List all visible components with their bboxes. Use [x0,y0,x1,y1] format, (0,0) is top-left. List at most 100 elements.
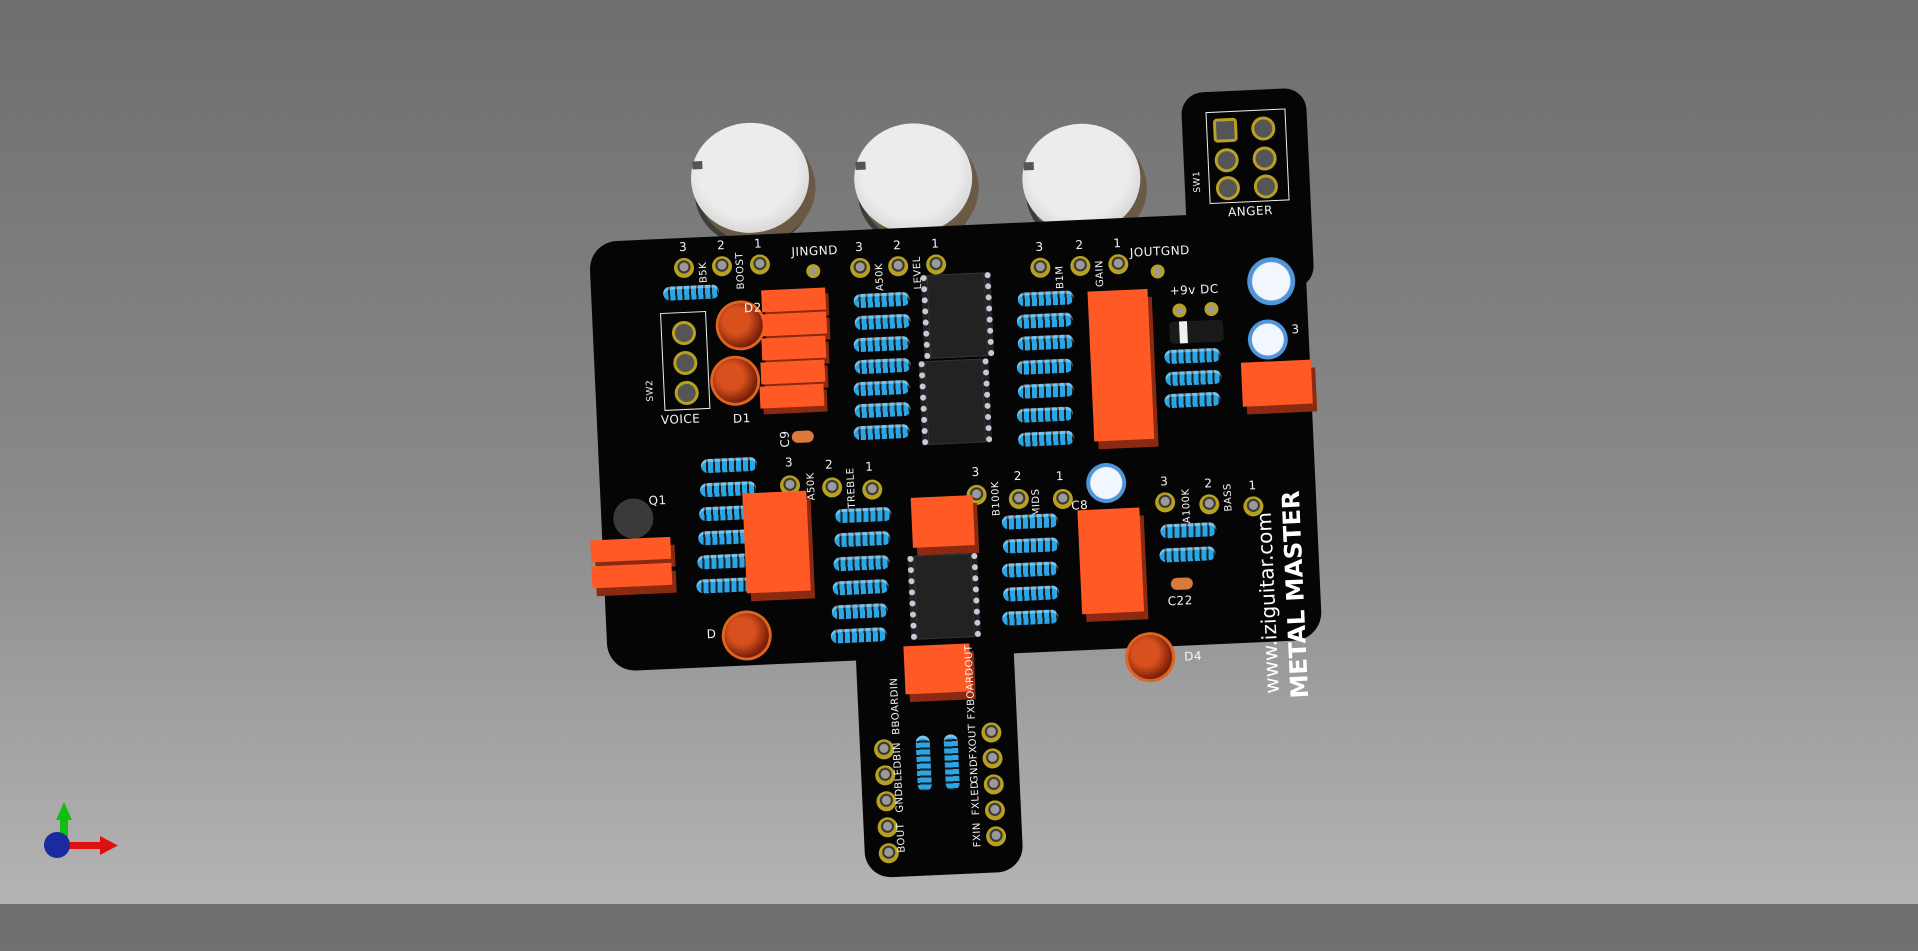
d3-label: D [706,626,717,642]
pin-label: 3 [678,239,688,255]
x-axis-icon [58,842,102,849]
joutgnd-label: JOUTGND [1129,242,1191,260]
film-capacitor [910,495,975,548]
c9-label: C9 [777,430,793,448]
pin-label: 3 [854,239,864,255]
resistor [1159,546,1216,563]
film-capacitor [761,335,827,361]
film-capacitor [761,287,827,313]
diode-band [1178,321,1188,344]
switch-pin [674,380,700,406]
conn-label-gnd: GND [893,788,906,813]
resistor [1001,609,1059,626]
knob-notch [1023,161,1034,171]
pin-label: 3 [971,464,981,480]
pin-label: 2 [1204,476,1213,491]
film-capacitor-stack [742,490,811,594]
pin-label: 3 [1035,239,1044,254]
film-capacitor [1240,359,1313,407]
resistor [1164,347,1221,365]
knob-notch [855,161,866,171]
pot-value-mids: B100K [990,480,1003,517]
resistor [1016,312,1074,329]
resistor [1017,334,1075,351]
pin-label: 1 [864,459,874,474]
resistor [832,578,889,596]
resistor [831,603,889,620]
resistor [1002,585,1060,602]
potentiometer-knob-boost [688,120,812,236]
pin-label: 1 [1113,236,1122,251]
sw2-name: VOICE [660,411,701,428]
pin-label: 1 [753,236,763,251]
pin-label: 3 [784,455,794,470]
resistor [700,456,758,474]
film-capacitor [591,562,673,589]
potentiometer-knob-level [851,120,975,237]
sw1-ref: SW1 [1192,170,1204,193]
c3-label: 3 [1291,322,1300,337]
conn-label-fxin: FXIN [971,821,984,848]
pin-label: 1 [1055,468,1065,484]
film-capacitor [903,643,972,695]
conn-label-bled: BLED [892,760,905,789]
q1-label: Q1 [648,492,667,508]
switch-pin [672,350,698,376]
jingnd-label: JINGND [791,242,839,260]
switch-pin [1250,115,1276,142]
d1-label: D1 [732,411,752,426]
resistor [1001,561,1059,578]
switch-pin [671,320,697,346]
resistor [1016,358,1074,375]
ceramic-capacitor [791,430,815,444]
pot-value-level: A50K [873,262,887,292]
switch-pin [1253,173,1279,199]
sw1-name: ANGER [1227,203,1274,220]
switch-pin [1215,175,1241,201]
y-axis-icon [60,818,68,838]
resistor [853,291,910,309]
pot-value-gain: B1M [1054,265,1067,290]
resistor [835,506,892,524]
pot-name-gain: GAIN [1094,259,1107,288]
pot-name-boost: BOOST [734,251,748,290]
resistor [854,357,911,375]
resistor [834,530,891,548]
pot-value-treble: A50K [805,472,818,501]
3d-viewport[interactable]: 3 2 1 B5K BOOST JINGND 3 2 1 A50K LEVEL … [0,0,1918,904]
conn-label-gnd: GND [968,758,981,784]
resistor [1001,513,1059,530]
resistor [1165,369,1222,387]
power-label: +9v DC [1169,281,1220,298]
pin-label: 3 [1159,474,1169,489]
ic-opamp-u1 [920,272,995,360]
pin-label: 2 [1013,468,1023,484]
sw2-ref: SW2 [645,379,657,402]
switch-pin [1212,117,1238,143]
resistor [853,423,910,441]
ic-opamp-u2 [918,358,993,446]
film-capacitor [759,383,825,409]
switch-pin [1252,145,1278,172]
resistor [853,379,910,397]
film-capacitor [590,536,672,563]
x-axis-arrow-icon [100,836,118,855]
resistor [854,401,911,419]
diode [1168,319,1224,344]
pin-label: 2 [892,238,902,253]
switch-pin [1214,147,1240,173]
pin-label: 2 [716,238,726,253]
resistor [1164,391,1221,409]
pin-label: 2 [1075,237,1084,253]
film-capacitor [762,311,828,337]
resistor [915,735,933,792]
film-capacitor-stack [1087,288,1155,442]
resistor [1160,522,1217,539]
d4-label: D4 [1183,648,1203,664]
pin-label: 1 [930,236,940,251]
conn-label-fxout: FXOUT [966,723,980,760]
pot-value-bass: A100K [1180,488,1194,524]
resistor [1017,290,1075,307]
pin-label: 2 [824,457,834,472]
